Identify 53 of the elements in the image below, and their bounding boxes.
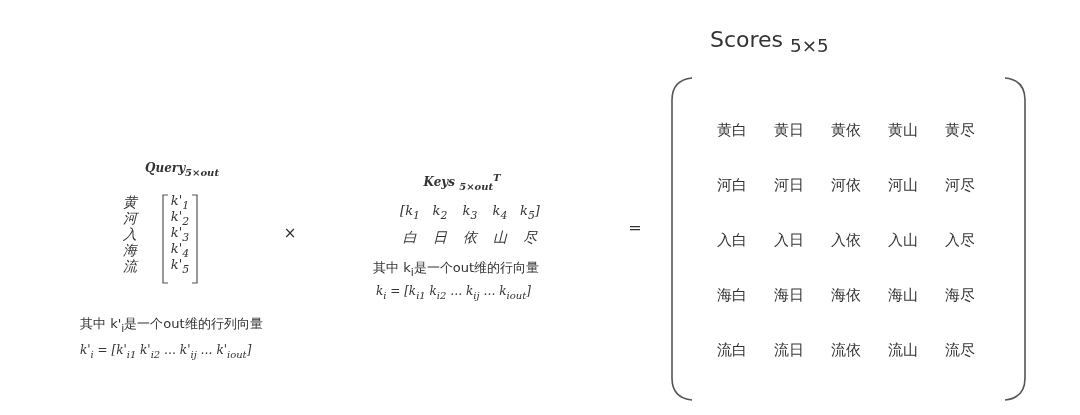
column-label: 山 [493, 230, 507, 246]
matrix-cell: 入依 [831, 231, 861, 249]
matrix-cell: 入日 [774, 231, 804, 249]
column-label: 尽 [523, 230, 537, 246]
vector-entry: [k$_{1}$ [400, 204, 420, 222]
vector-entry: k$_{4}$ [492, 204, 508, 222]
vector-entry: k'$_{2}$ [170, 210, 190, 228]
vector-entry: k$_{5}$] [520, 204, 540, 222]
matrix-cell: 入白 [717, 231, 747, 249]
matrix-title: Scores $_{5×5}$ [710, 27, 829, 57]
matrix-title: Query$_{5×out}$ [145, 162, 219, 178]
matrix-cell: 海日 [774, 286, 804, 304]
matrix-cell: 流山 [888, 341, 918, 359]
row-label: 流 [123, 259, 137, 275]
matrix-cell: 海依 [831, 286, 861, 304]
column-label: 白 [403, 230, 417, 246]
note-text: 其中 k'$_{i}$是一个out维的行列向量 [80, 317, 263, 335]
matrix-cell: 流白 [717, 341, 747, 359]
matrix-cell: 入山 [888, 231, 918, 249]
matrix-cell: 黄依 [831, 121, 861, 139]
matrix-cell: 河日 [774, 176, 804, 194]
matrix-cell: 入尽 [945, 231, 975, 249]
formula-text: k$_{i}$ = [k$_{i1}$ k$_{i2}$ … k$_{ij}$ … k$_{iout}$] [376, 285, 531, 301]
matrix-cell: 黄白 [717, 121, 747, 139]
matrix-cell: 河依 [831, 176, 861, 194]
matrix-cell: 河尽 [945, 176, 975, 194]
matrix-cell: 黄日 [774, 121, 804, 139]
row-label: 入 [123, 227, 137, 243]
matrix-cell: 河山 [888, 176, 918, 194]
column-label: 日 [433, 230, 447, 246]
operator-symbol: = [628, 219, 642, 237]
vector-entry: k'$_{1}$ [170, 194, 190, 212]
row-label: 黄 [123, 195, 137, 211]
vector-entry: k'$_{3}$ [170, 226, 190, 244]
vector-entry: k'$_{5}$ [170, 258, 190, 276]
matrix-cell: 黄尽 [945, 121, 975, 139]
vector-entry: k$_{2}$ [432, 204, 448, 222]
matrix-cell: 海山 [888, 286, 918, 304]
formula-text: k'$_{i}$ = [k'$_{i1}$ k'$_{i2}$ … k'$_{ij}$ … k'$_{iout}$] [80, 344, 252, 360]
matrix-cell: 黄山 [888, 121, 918, 139]
matrix-cell: 流依 [831, 341, 861, 359]
matrix-cell: 海尽 [945, 286, 975, 304]
vector-entry: k$_{3}$ [462, 204, 478, 222]
operator-symbol: × [283, 224, 297, 242]
row-label: 河 [123, 211, 137, 227]
vector-entry: k'$_{4}$ [170, 242, 190, 260]
matrix-cell: 河白 [717, 176, 747, 194]
matrix-cell: 流尽 [945, 341, 975, 359]
column-label: 依 [463, 230, 477, 246]
note-text: 其中 k$_{i}$是一个out维的行向量 [373, 261, 539, 279]
matrix-cell: 海白 [717, 286, 747, 304]
row-label: 海 [123, 243, 137, 259]
matrix-cell: 流日 [774, 341, 804, 359]
